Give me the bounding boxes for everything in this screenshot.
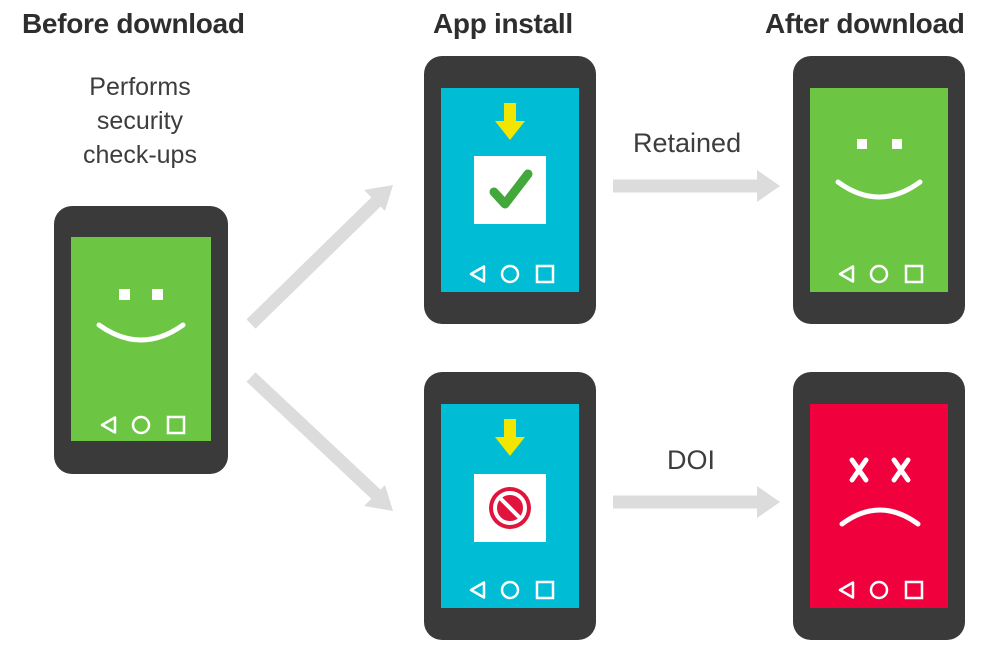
security-checkups-text: Performs security check-ups bbox=[40, 70, 240, 172]
recents-square-icon bbox=[535, 580, 555, 600]
nav-bar bbox=[838, 580, 924, 600]
nav-bar bbox=[100, 415, 186, 435]
nav-bar bbox=[469, 580, 555, 600]
recents-square-icon bbox=[166, 415, 186, 435]
back-triangle-icon bbox=[469, 581, 486, 599]
arrow-doi bbox=[613, 486, 780, 518]
recents-square-icon bbox=[904, 264, 924, 284]
happy-face-icon bbox=[835, 139, 923, 200]
home-circle-icon bbox=[869, 580, 889, 600]
heading-app-install: App install bbox=[433, 8, 573, 39]
happy-face-icon bbox=[96, 289, 186, 343]
no-entry-icon bbox=[489, 487, 531, 529]
home-circle-icon bbox=[500, 264, 520, 284]
download-arrow-icon bbox=[495, 419, 525, 456]
arrow-to-install-retained bbox=[246, 185, 393, 329]
sad-face-icon bbox=[839, 457, 921, 527]
screen-happy-green bbox=[71, 237, 211, 441]
screen-install-cyan bbox=[441, 404, 579, 608]
label-doi: DOI bbox=[667, 445, 716, 475]
phone-install-blocked bbox=[424, 372, 596, 640]
heading-after-download: After download bbox=[765, 8, 965, 39]
before-text-line-2: security bbox=[96, 107, 184, 135]
screen-happy-green bbox=[810, 88, 948, 292]
screen-install-cyan bbox=[441, 88, 579, 292]
back-triangle-icon bbox=[100, 416, 117, 434]
nav-bar bbox=[469, 264, 555, 284]
recents-square-icon bbox=[535, 264, 555, 284]
install-status-box bbox=[474, 156, 546, 224]
back-triangle-icon bbox=[469, 265, 486, 283]
phone-after-doi bbox=[793, 372, 965, 640]
recents-square-icon bbox=[904, 580, 924, 600]
home-circle-icon bbox=[131, 415, 151, 435]
back-triangle-icon bbox=[838, 581, 855, 599]
screen-sad-red bbox=[810, 404, 948, 608]
arrow-retained bbox=[613, 170, 780, 202]
check-icon bbox=[489, 169, 533, 209]
download-arrow-icon bbox=[495, 103, 525, 140]
label-retained: Retained bbox=[633, 128, 742, 158]
heading-before-download: Before download bbox=[22, 8, 245, 39]
before-text-line-3: check-ups bbox=[83, 141, 197, 169]
phone-before-download bbox=[54, 206, 228, 474]
home-circle-icon bbox=[869, 264, 889, 284]
before-text-line-1: Performs bbox=[89, 73, 191, 101]
install-status-box bbox=[474, 474, 546, 542]
phone-install-retained bbox=[424, 56, 596, 324]
phone-after-retained bbox=[793, 56, 965, 324]
arrow-to-install-blocked bbox=[246, 372, 393, 511]
nav-bar bbox=[838, 264, 924, 284]
back-triangle-icon bbox=[838, 265, 855, 283]
home-circle-icon bbox=[500, 580, 520, 600]
